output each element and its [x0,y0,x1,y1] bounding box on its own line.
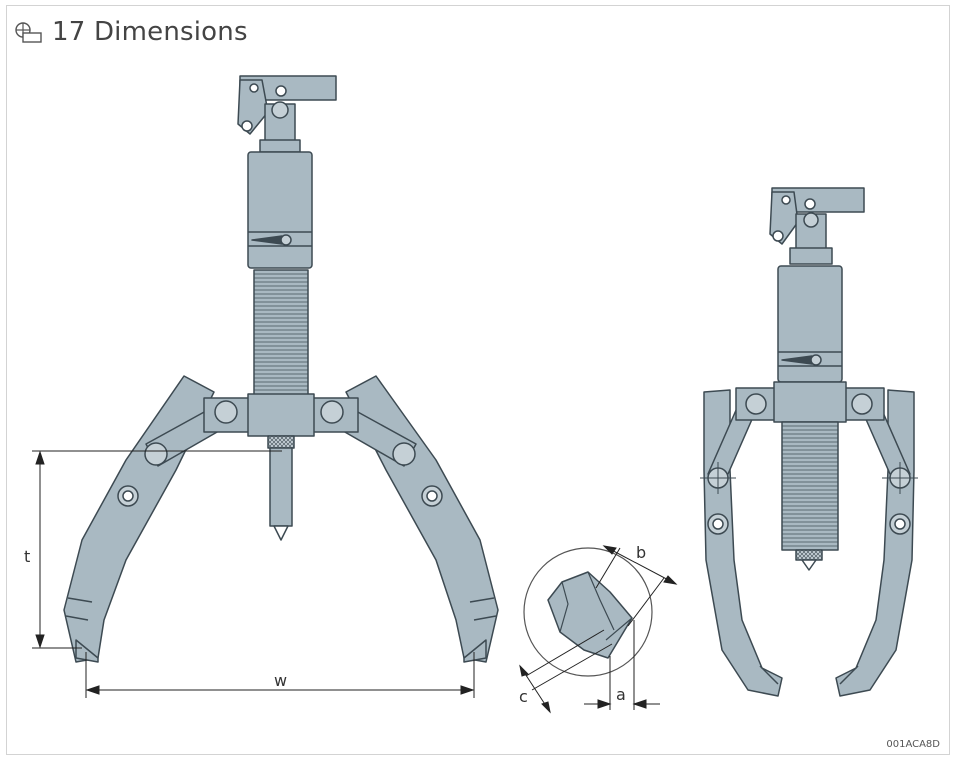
dim-label-c: c [519,687,528,706]
detail-dimension-lines [519,545,678,714]
left-threaded-spindle [253,269,309,399]
dim-label-w: w [274,671,287,690]
reference-code: 001ACA8D [886,739,940,750]
left-pump-lever [237,75,337,135]
left-dimension-lines [32,450,475,698]
right-cylinder-body [777,265,843,383]
figure-title-label: Dimensions [93,17,248,47]
dim-label-b: b [636,543,646,562]
left-cylinder-body [247,151,313,269]
right-threaded-spindle [781,421,839,551]
left-puller [63,75,499,663]
figure-title: 17 Dimensions [14,14,248,50]
left-piston-rod [269,447,293,527]
figure-number: 17 [52,17,86,47]
figure-frame [6,5,950,755]
figure-title-text: 17 Dimensions [52,17,248,47]
figure-icon [15,22,42,43]
dim-label-t: t [24,547,30,566]
jaw-detail [523,547,653,677]
right-puller [700,187,918,697]
dim-label-a: a [616,685,626,704]
